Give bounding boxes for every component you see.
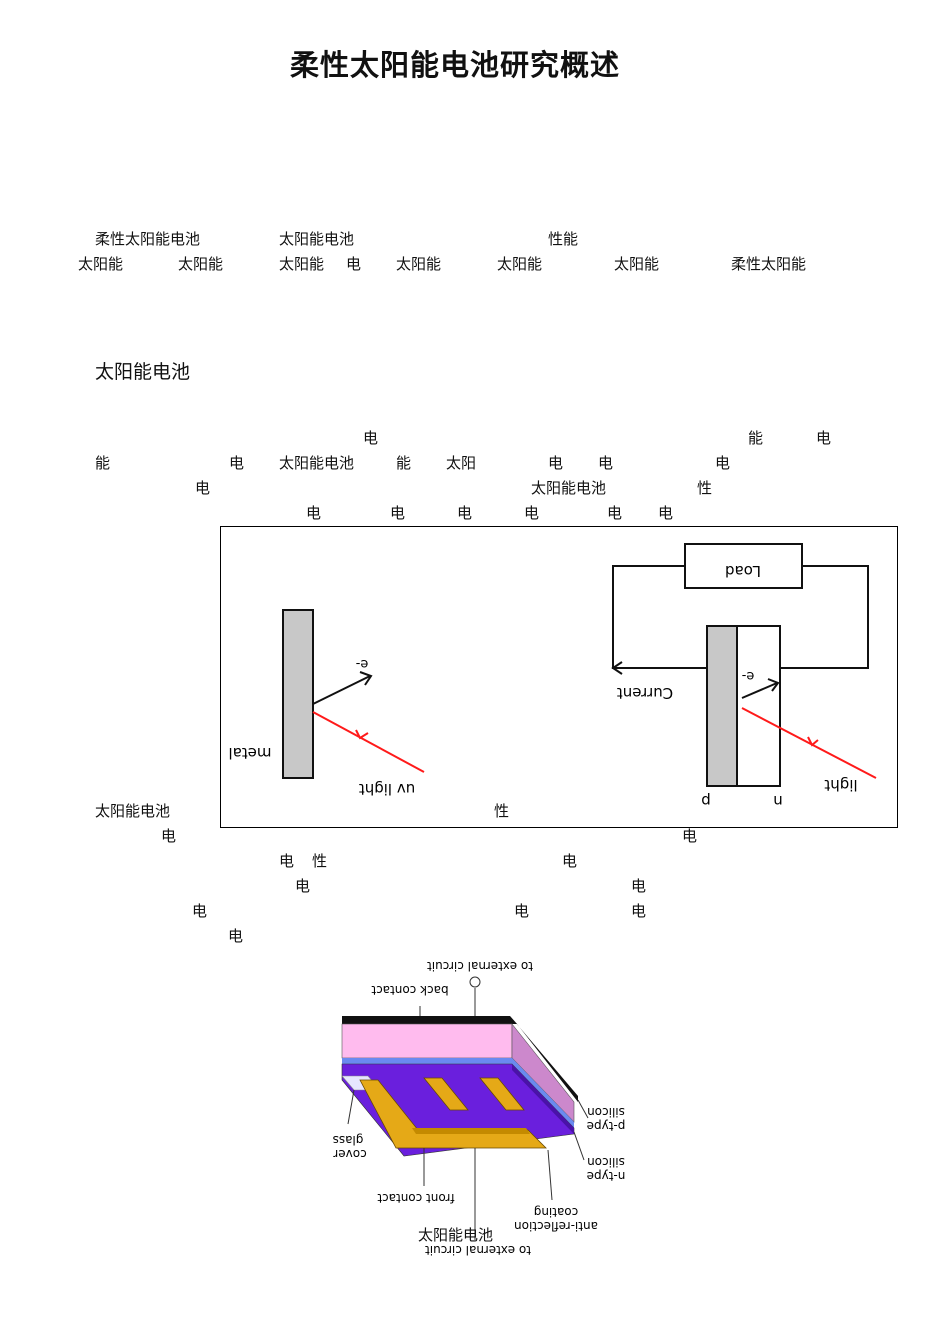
p-layer	[706, 625, 738, 787]
p-label: p	[701, 792, 711, 810]
paragraph-fragment: 电	[192, 902, 208, 920]
paragraph-fragment: 电	[457, 504, 473, 522]
paragraph-fragment: 性	[494, 802, 510, 820]
figure-solar-cell-structure: to external circuit back contact silicon…	[320, 950, 640, 1260]
section-heading: 太阳能电池	[95, 361, 191, 383]
paragraph-fragment: 性	[312, 852, 328, 870]
paragraph-fragment: 电	[631, 902, 647, 920]
load-label: Load	[725, 562, 761, 580]
paragraph-fragment: 电	[228, 927, 244, 945]
paragraph-fragment: 电	[562, 852, 578, 870]
paragraph-fragment: 电	[514, 902, 530, 920]
label-p-type: p-type	[587, 1119, 626, 1133]
abstract-fragment: 太阳能	[78, 255, 124, 273]
page-title: 柔性太阳能电池研究概述	[290, 48, 621, 82]
paragraph-fragment: 电	[607, 504, 623, 522]
electron-label: e-	[355, 656, 368, 671]
paragraph-fragment: 电	[816, 429, 832, 447]
paragraph-fragment: 能	[95, 454, 111, 472]
abstract-fragment: 太阳能	[614, 255, 660, 273]
figure-photoelectric: metal e- uv light Load Current p n e- li…	[220, 526, 898, 828]
paragraph-fragment: 电	[229, 454, 245, 472]
paragraph-fragment: 太阳	[446, 454, 477, 472]
paragraph-fragment: 电	[682, 827, 698, 845]
abstract-fragment: 太阳能	[178, 255, 224, 273]
label-n-type: n-type	[587, 1169, 626, 1183]
label-cover: cover	[333, 1147, 366, 1161]
paragraph-fragment: 太阳能电池	[279, 454, 355, 472]
n-label: n	[773, 792, 783, 810]
abstract-fragment: 电	[346, 255, 362, 273]
abstract-fragment: 柔性太阳能	[731, 255, 807, 273]
abstract-fragment: 太阳能	[396, 255, 442, 273]
metal-label: metal	[228, 744, 271, 762]
paragraph-fragment: 电	[306, 504, 322, 522]
paragraph-fragment: 电	[195, 479, 211, 497]
abstract-fragment: 太阳能	[279, 255, 325, 273]
electron-label-right: e-	[741, 668, 754, 683]
abstract-fragment: 太阳能电池	[279, 230, 355, 248]
paragraph-fragment: 电	[295, 877, 311, 895]
uv-label: uv light	[359, 780, 416, 798]
label-anti-reflection: anti-reflection	[514, 1219, 598, 1233]
paragraph-fragment: 电	[658, 504, 674, 522]
label-front-contact: front contact	[377, 1191, 455, 1205]
paragraph-fragment: 电	[548, 454, 564, 472]
label-ext-bottom: to external circuit	[425, 1243, 531, 1257]
paragraph-fragment: 电	[715, 454, 731, 472]
label-glass: glass	[333, 1133, 364, 1147]
abstract-fragment: 太阳能	[497, 255, 543, 273]
paragraph-fragment: 电	[279, 852, 295, 870]
abstract-fragment: 性能	[548, 230, 579, 248]
paragraph-fragment: 电	[524, 504, 540, 522]
paragraph-fragment: 能	[396, 454, 412, 472]
paragraph-fragment: 电	[161, 827, 177, 845]
current-label: Current	[617, 684, 673, 702]
label-coating: coating	[534, 1205, 579, 1219]
metal-plate	[282, 609, 314, 779]
light-label: light	[824, 776, 857, 794]
paragraph-fragment: 电	[598, 454, 614, 472]
paragraph-fragment: 电	[363, 429, 379, 447]
n-layer	[736, 625, 781, 787]
label-back-contact: back contact	[371, 983, 449, 997]
label-silicon-p: silicon	[587, 1105, 625, 1119]
paragraph-fragment: 能	[748, 429, 764, 447]
figure-caption: 太阳能电池	[418, 1226, 494, 1244]
label-silicon-n: silicon	[587, 1155, 625, 1169]
paragraph-fragment: 电	[631, 877, 647, 895]
paragraph-fragment: 太阳能电池	[531, 479, 607, 497]
paragraph-fragment: 性	[697, 479, 713, 497]
paragraph-fragment: 电	[390, 504, 406, 522]
label-ext-top: to external circuit	[427, 959, 533, 973]
paragraph-fragment: 太阳能电池	[95, 802, 171, 820]
abstract-fragment: 柔性太阳能电池	[95, 230, 201, 248]
